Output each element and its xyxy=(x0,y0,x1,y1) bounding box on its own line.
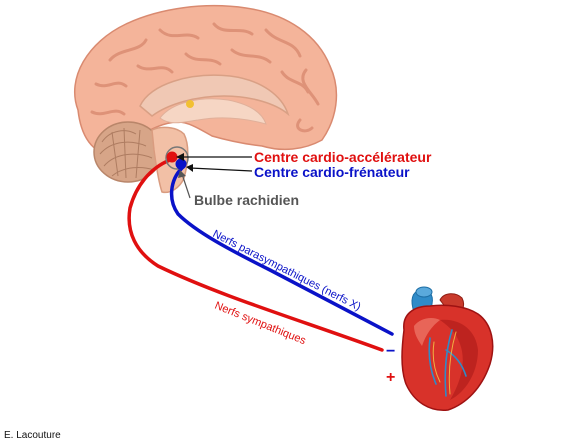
minus-sign: − xyxy=(386,343,395,360)
accelerator-center-label: Centre cardio-accélérateur xyxy=(254,149,432,165)
heart-highlight xyxy=(414,318,440,346)
brain-gyri xyxy=(90,22,320,133)
medulla-outline-circle xyxy=(165,146,189,170)
parasympathetic-nerve-line xyxy=(169,166,394,336)
corpus-callosum xyxy=(139,74,290,117)
plus-sign: + xyxy=(386,369,395,386)
accelerator-center-dot xyxy=(166,151,178,163)
credit-text: E. Lacouture xyxy=(4,430,61,441)
heart-shading xyxy=(440,319,478,400)
sympathetic-nerve-line xyxy=(127,158,384,352)
pineal-gland xyxy=(186,100,194,108)
parasympathetic-nerves-label: Nerfs parasympathiques (nerfs X) xyxy=(211,228,363,313)
brain-illustration xyxy=(73,4,338,194)
pointer-arrows xyxy=(176,153,253,199)
inhibitor-center-label: Centre cardio-frénateur xyxy=(254,164,410,180)
coronary-vessels xyxy=(428,329,467,397)
heart-illustration xyxy=(401,286,494,411)
inhibitor-center-dot xyxy=(175,158,187,170)
medulla-label: Bulbe rachidien xyxy=(194,192,299,208)
